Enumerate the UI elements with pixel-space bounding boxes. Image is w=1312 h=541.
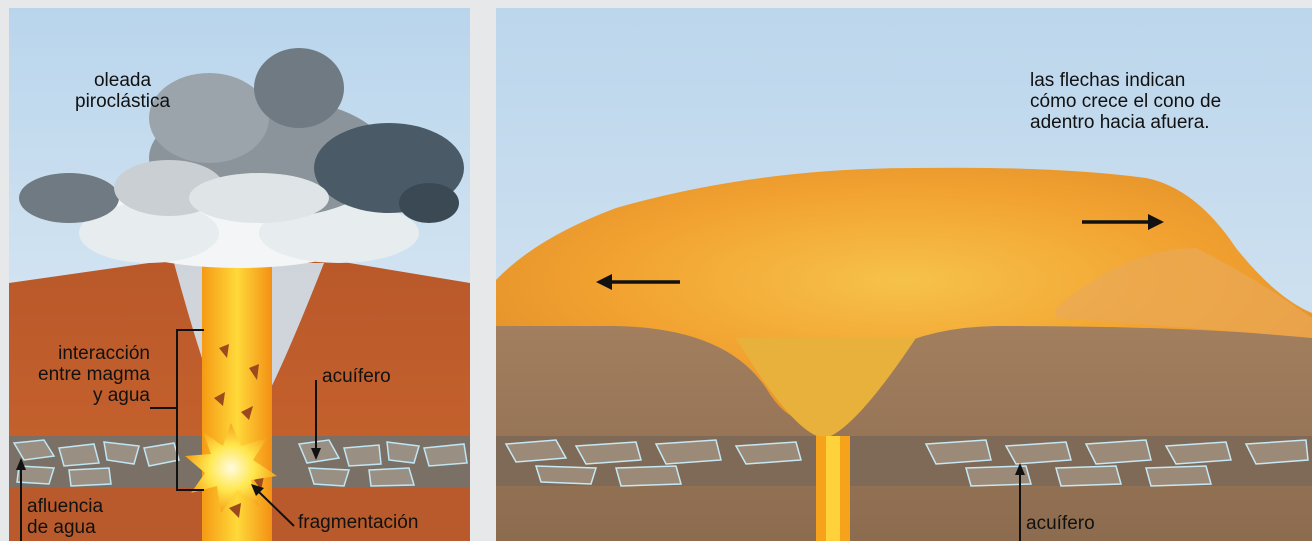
ground-layer [496,326,1312,541]
label-aquifer-right: acuífero [1026,513,1095,534]
label-pyroclastic-surge: oleada piroclástica [75,70,170,112]
magma-conduit-core [826,436,840,541]
eruption-diagram-panel: oleada piroclástica interacción entre ma… [9,8,470,541]
label-water-inflow: afluencia de agua [27,496,103,538]
label-aquifer-left: acuífero [322,366,391,387]
cone-growth-diagram-panel: las flechas indican cómo crece el cono d… [496,8,1312,541]
magma-column [202,248,272,541]
label-growth-note: las flechas indican cómo crece el cono d… [1030,70,1221,133]
label-magma-water-interaction: interacción entre magma y agua [9,343,150,406]
label-fragmentation: fragmentación [298,512,418,533]
